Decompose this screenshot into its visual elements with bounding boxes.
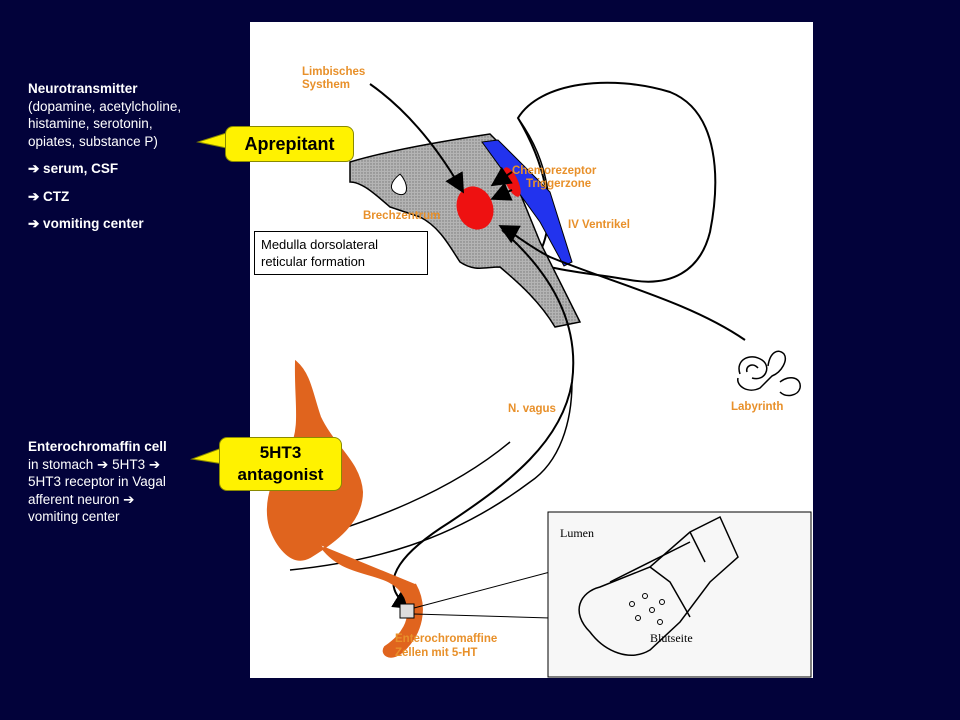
neurotransmitter-text-block: Neurotransmitter (dopamine, acetylcholin… <box>28 80 228 233</box>
label-labyrinth: Labyrinth <box>731 401 783 413</box>
vomiting-center-oval <box>456 186 494 230</box>
neurotransmitter-detail-line: histamine, serotonin, <box>28 116 153 131</box>
medulla-label-box: Medulla dorsolateral reticular formation <box>254 231 428 275</box>
inset-cell-drawing <box>578 515 739 656</box>
label-enterochromaffine: Enterochromaffine <box>395 633 497 645</box>
antagonist-callout: 5HT3 antagonist <box>219 437 342 491</box>
inset-frame <box>547 511 812 678</box>
neurotransmitter-detail-line: opiates, substance P) <box>28 133 158 149</box>
limbic-arrow <box>369 83 465 194</box>
brainstem-region <box>349 133 582 328</box>
neurotransmitter-heading: Neurotransmitter <box>28 81 138 96</box>
label-triggerzone: Triggerzone <box>526 178 591 190</box>
enterochromaffin-text-block: Enterochromaffin cell in stomach ➔ 5HT3 … <box>28 438 228 526</box>
label-limbisches: Limbisches <box>302 66 365 78</box>
antagonist-line-1: 5HT3 <box>259 443 302 462</box>
enterochromaffin-line: afferent neuron ➔ <box>28 491 135 507</box>
label-brechzentrum: Brechzentrum <box>363 210 440 222</box>
aprepitant-callout: Aprepitant <box>225 126 354 162</box>
ctz-to-center-arrow <box>490 166 513 187</box>
label-systhem: Systhem <box>302 79 350 91</box>
ctz-to-center-arrow-2 <box>490 182 513 201</box>
diagram-svg: Limbisches Systhem Chemorezeptor Trigger… <box>266 66 812 678</box>
enterochromaffin-line: 5HT3 receptor in Vagal <box>28 474 166 489</box>
enterochromaffin-heading: Enterochromaffin cell <box>28 439 167 454</box>
stomach <box>266 359 423 658</box>
label-blutseite: Blutseite <box>650 631 693 645</box>
label-n-vagus: N. vagus <box>508 403 556 415</box>
medulla-line-1: Medulla dorsolateral <box>261 237 379 252</box>
label-lumen: Lumen <box>560 526 594 540</box>
antagonist-line-2: antagonist <box>237 465 324 484</box>
arrow-item-vomiting-center: ➔ vomiting center <box>28 216 144 231</box>
enterochromaffin-box <box>399 603 415 619</box>
label-zellen: Zellen mit 5-HT <box>395 647 477 659</box>
arrow-item-ctz: ➔ CTZ <box>28 188 70 204</box>
enterochromaffin-line: in stomach ➔ 5HT3 ➔ <box>28 456 161 472</box>
emesis-pathway-diagram: Limbisches Systhem Chemorezeptor Trigger… <box>250 22 813 678</box>
vagus-nerve <box>391 229 575 610</box>
cerebellum-outline <box>516 81 717 283</box>
enterochromaffin-line: vomiting center <box>28 509 120 524</box>
arrow-item-serum: ➔ serum, CSF <box>28 161 119 176</box>
neurotransmitter-detail-line: (dopamine, acetylcholine, <box>28 98 182 114</box>
label-chemorezeptor: Chemorezeptor <box>512 165 597 177</box>
label-iv-ventrikel: IV Ventrikel <box>568 219 630 231</box>
labyrinth-arrow <box>498 225 746 341</box>
labyrinth-drawing <box>737 350 801 397</box>
medulla-line-2: reticular formation <box>261 254 366 269</box>
